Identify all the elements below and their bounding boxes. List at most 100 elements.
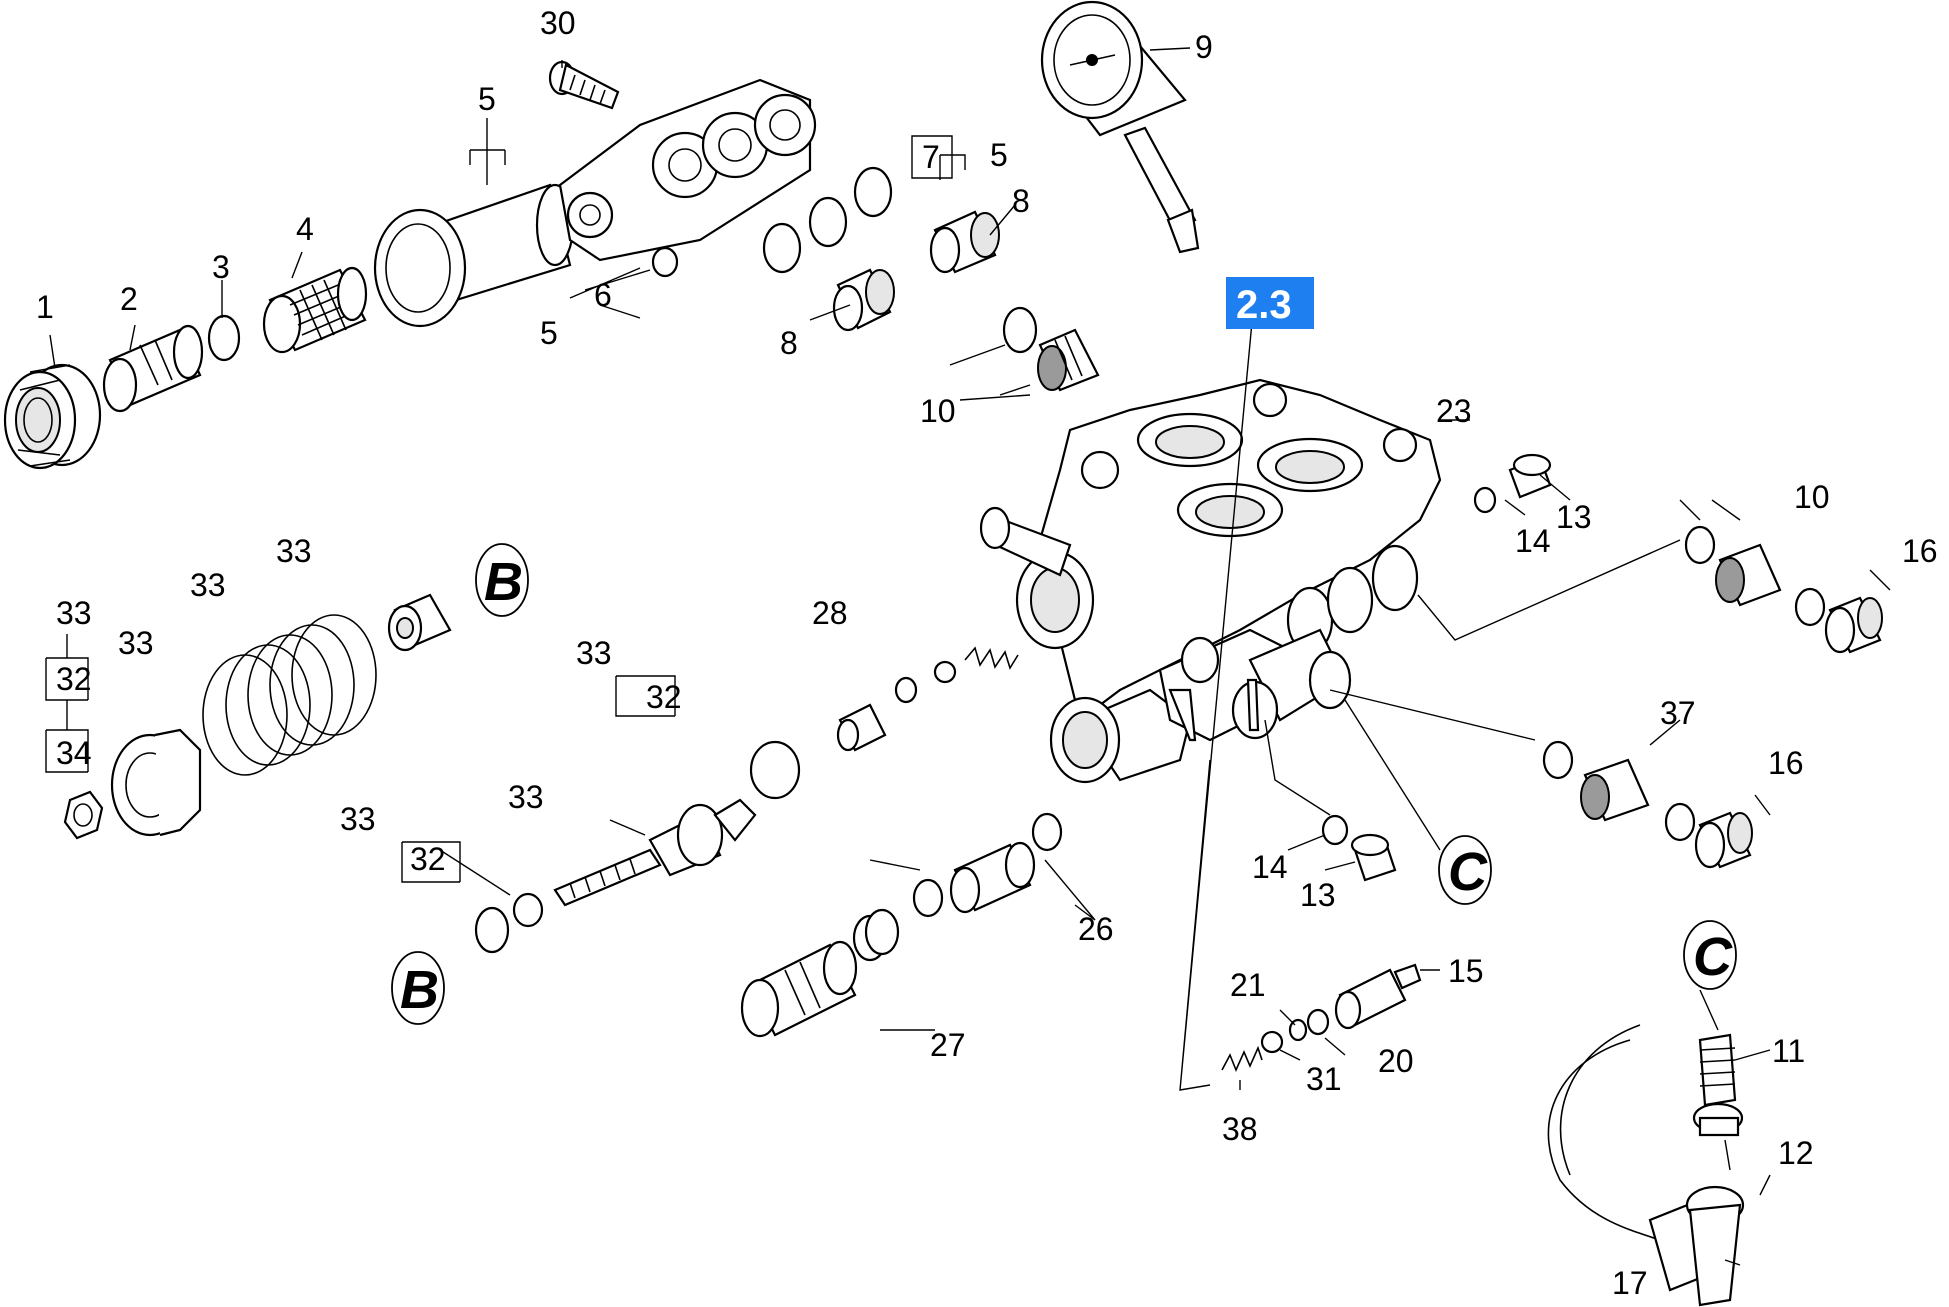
part-26-o-ring-a [1031,812,1063,852]
part-2-hose-fitting [102,324,204,413]
callout-8-right: 8 [1012,183,1030,219]
part-5-small-o-ring [651,246,679,278]
callout-14-low: 14 [1252,849,1288,885]
part-27-o-ring-b [864,908,900,956]
callout-33-washer: 33 [118,625,154,661]
callout-27: 27 [930,1027,966,1063]
callout-20: 20 [1378,1043,1414,1079]
part-3-o-ring [207,314,241,362]
part-38-spring [1221,1045,1263,1073]
page-badge-label: 2.3 [1236,283,1292,327]
part-28-o-ring [894,676,918,704]
callout-11: 11 [1772,1033,1805,1069]
part-13-plug-top [1508,453,1552,499]
callout-16-top: 16 [1902,533,1938,569]
part-16-plug-top [1824,596,1883,654]
part-16-o-ring-mid [1664,802,1696,842]
part-14-o-ring-low [1321,814,1349,846]
callout-3: 3 [212,249,230,285]
part-26-o-ring-b [912,878,944,918]
part-8-valve-right [929,210,1000,274]
part-10-check-valve-right [1715,543,1782,607]
part-33-needle [553,798,757,907]
part-17-cable-assembly [1547,1024,1745,1307]
part-7-o-ring-c [762,222,802,274]
callout-7: 7 [922,139,940,175]
part-31-ball [1260,1030,1284,1054]
part-4-strainer [262,266,368,354]
marker-c-mid-letter: C [1448,842,1488,902]
part-32-o-ring-low-b [474,906,510,954]
callout-32-low: 32 [410,841,446,877]
callout-33-needle: 33 [508,779,544,815]
part-33-spring-seat [387,593,452,652]
callout-31: 31 [1306,1061,1342,1097]
callout-33-b: 33 [276,533,312,569]
marker-b-bottom: B [391,951,445,1025]
part-14-o-ring-top [1473,486,1497,514]
callout-34: 34 [56,735,92,771]
leader-lines [49,47,1891,1266]
part-30-screw [548,60,620,110]
part-10-o-ring-top [1002,306,1038,354]
part-16-plug-mid [1694,811,1753,869]
marker-b-top-letter: B [484,552,523,612]
page-badge: 2.3 [1226,277,1314,329]
callout-9: 9 [1195,29,1213,65]
part-26-piston-guide [949,841,1036,914]
part-33-washer [110,728,202,837]
part-10-o-ring-right [1684,525,1716,565]
part-37-o-ring [1542,740,1574,780]
callout-5-top: 5 [478,81,496,117]
marker-c-right-letter: C [1693,927,1733,987]
callout-33-low: 33 [340,801,376,837]
part-7-o-ring-a [853,166,893,218]
callout-6: 6 [594,277,612,313]
part-32-o-ring-mid [749,740,801,800]
callout-10-top: 10 [920,393,956,429]
part-32-o-ring-low [512,892,544,928]
part-23-pump-body [979,378,1442,784]
part-28-valve-seat [836,703,887,752]
marker-c-mid: C [1438,835,1492,905]
callout-1: 1 [36,289,54,325]
callout-15: 15 [1448,953,1484,989]
callout-33-spring: 33 [190,567,226,603]
callout-21: 21 [1230,967,1266,1003]
callout-12: 12 [1778,1135,1814,1171]
callout-13-low: 13 [1300,877,1336,913]
callout-14-top: 14 [1515,523,1551,559]
part-15-fitting [1334,963,1422,1030]
part-21-o-ring [1288,1018,1308,1042]
part-37-check-valve [1580,758,1650,822]
marker-b-top: B [475,543,529,617]
callout-32-mid: 32 [646,679,682,715]
callout-23: 23 [1436,393,1472,429]
callout-brackets [45,135,953,883]
callout-28: 28 [812,595,848,631]
marker-c-right: C [1683,920,1737,990]
callout-33-mid: 33 [576,635,612,671]
part-27-valve [740,940,858,1038]
callout-17: 17 [1612,1265,1648,1301]
part-20-o-ring [1306,1008,1330,1036]
part-34-nut [63,790,104,840]
callout-10-right: 10 [1794,479,1830,515]
part-7-o-ring-b [808,196,848,248]
part-13-plug-low [1350,833,1397,882]
callout-33-left: 33 [56,595,92,631]
part-11-pressure-switch [1692,1033,1744,1137]
part-10-check-valve-top [1037,328,1100,392]
callout-5-bracket: 5 [990,137,1008,173]
callout-4: 4 [296,211,314,247]
callout-numbers: 30 9 5 7 5 8 4 3 2 1 6 5 8 10 23 13 14 1… [36,5,1938,1301]
part-5-cylinder-housing [373,183,575,328]
callout-13-top: 13 [1556,499,1592,535]
part-8-valve-left [832,268,895,332]
callout-2: 2 [120,281,138,317]
marker-b-bottom-letter: B [400,960,439,1020]
callout-37: 37 [1660,695,1696,731]
part-28-spring [964,646,1019,670]
callout-16-mid: 16 [1768,745,1804,781]
